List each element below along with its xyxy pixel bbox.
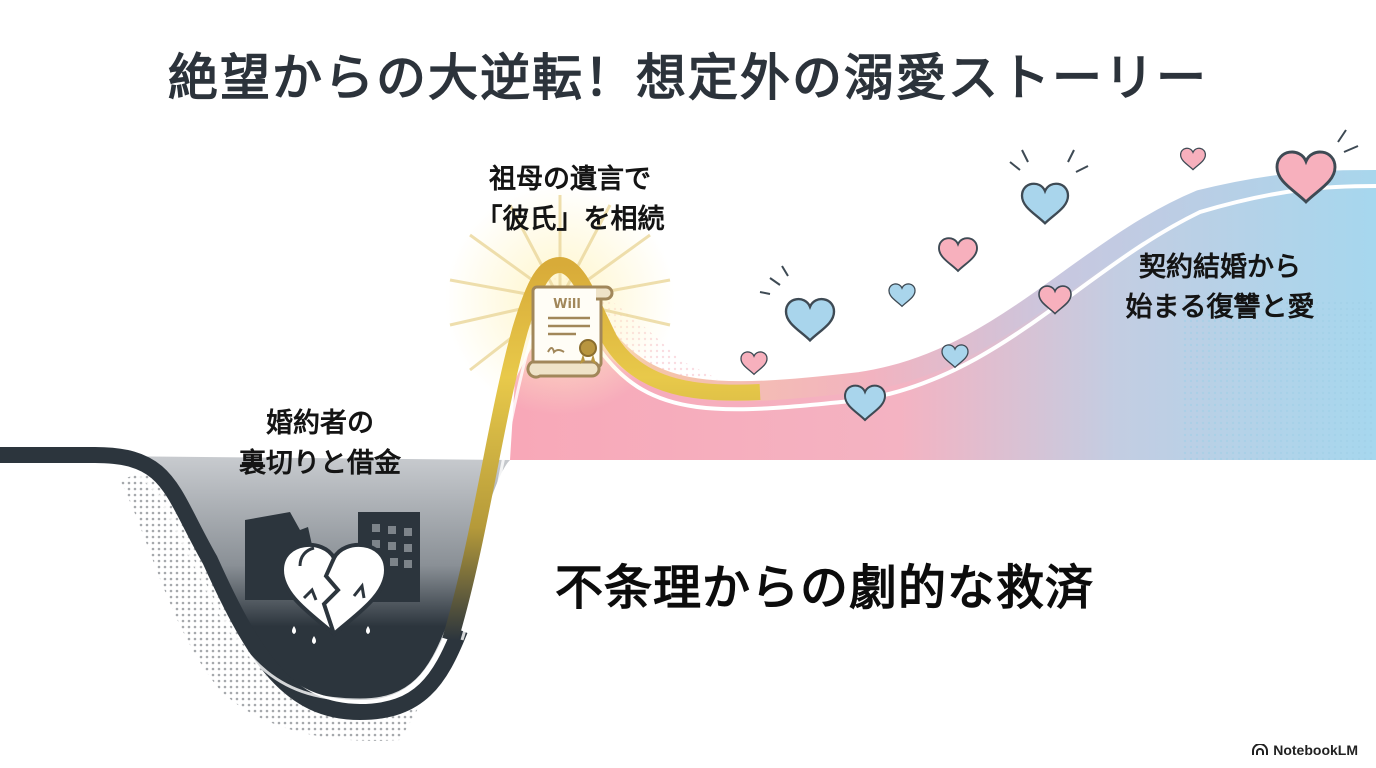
tagline: 不条理からの劇的な救済 bbox=[555, 560, 1095, 616]
brand-name: NotebookLM bbox=[1273, 742, 1358, 758]
heart-pink-icon bbox=[938, 237, 978, 273]
stage-label-line: 始まる復讐と愛 bbox=[1125, 292, 1315, 323]
heart-pink-icon bbox=[740, 351, 768, 376]
despair-valley bbox=[0, 447, 510, 741]
stage-label-line: 契約結婚から bbox=[1139, 252, 1301, 283]
stage-label-romance: 契約結婚から 始まる復讐と愛 bbox=[1100, 248, 1340, 328]
page-title: 絶望からの大逆転！想定外の溺愛ストーリー bbox=[168, 49, 1208, 107]
heart-blue-icon bbox=[843, 384, 887, 422]
brand-badge: NotebookLM bbox=[1252, 742, 1358, 758]
stage-label-line: 「彼氏」を相続 bbox=[475, 204, 665, 235]
will-scroll-icon: Will bbox=[526, 285, 614, 379]
hearts-icon bbox=[740, 129, 1359, 422]
heart-pink-icon bbox=[1179, 147, 1207, 171]
notebooklm-logo-icon bbox=[1252, 744, 1269, 755]
heart-pink-icon bbox=[1038, 285, 1072, 315]
will-scroll-text: Will bbox=[553, 297, 581, 312]
stage-label-despair: 婚約者の 裏切りと借金 bbox=[210, 404, 430, 484]
heart-pink-icon bbox=[1275, 150, 1337, 204]
heart-blue-icon bbox=[941, 344, 969, 369]
broken-heart-icon bbox=[279, 542, 389, 644]
stage-label-line: 婚約者の bbox=[266, 408, 374, 439]
stage-label-inheritance: 祖母の遺言で 「彼氏」を相続 bbox=[450, 160, 690, 240]
heart-blue-icon bbox=[1020, 182, 1070, 225]
inheritance-peak: Will bbox=[442, 185, 761, 643]
stage-label-line: 祖母の遺言で bbox=[489, 164, 651, 195]
heart-blue-icon bbox=[784, 298, 836, 343]
stage-label-line: 裏切りと借金 bbox=[239, 448, 401, 479]
heart-blue-icon bbox=[888, 283, 916, 308]
